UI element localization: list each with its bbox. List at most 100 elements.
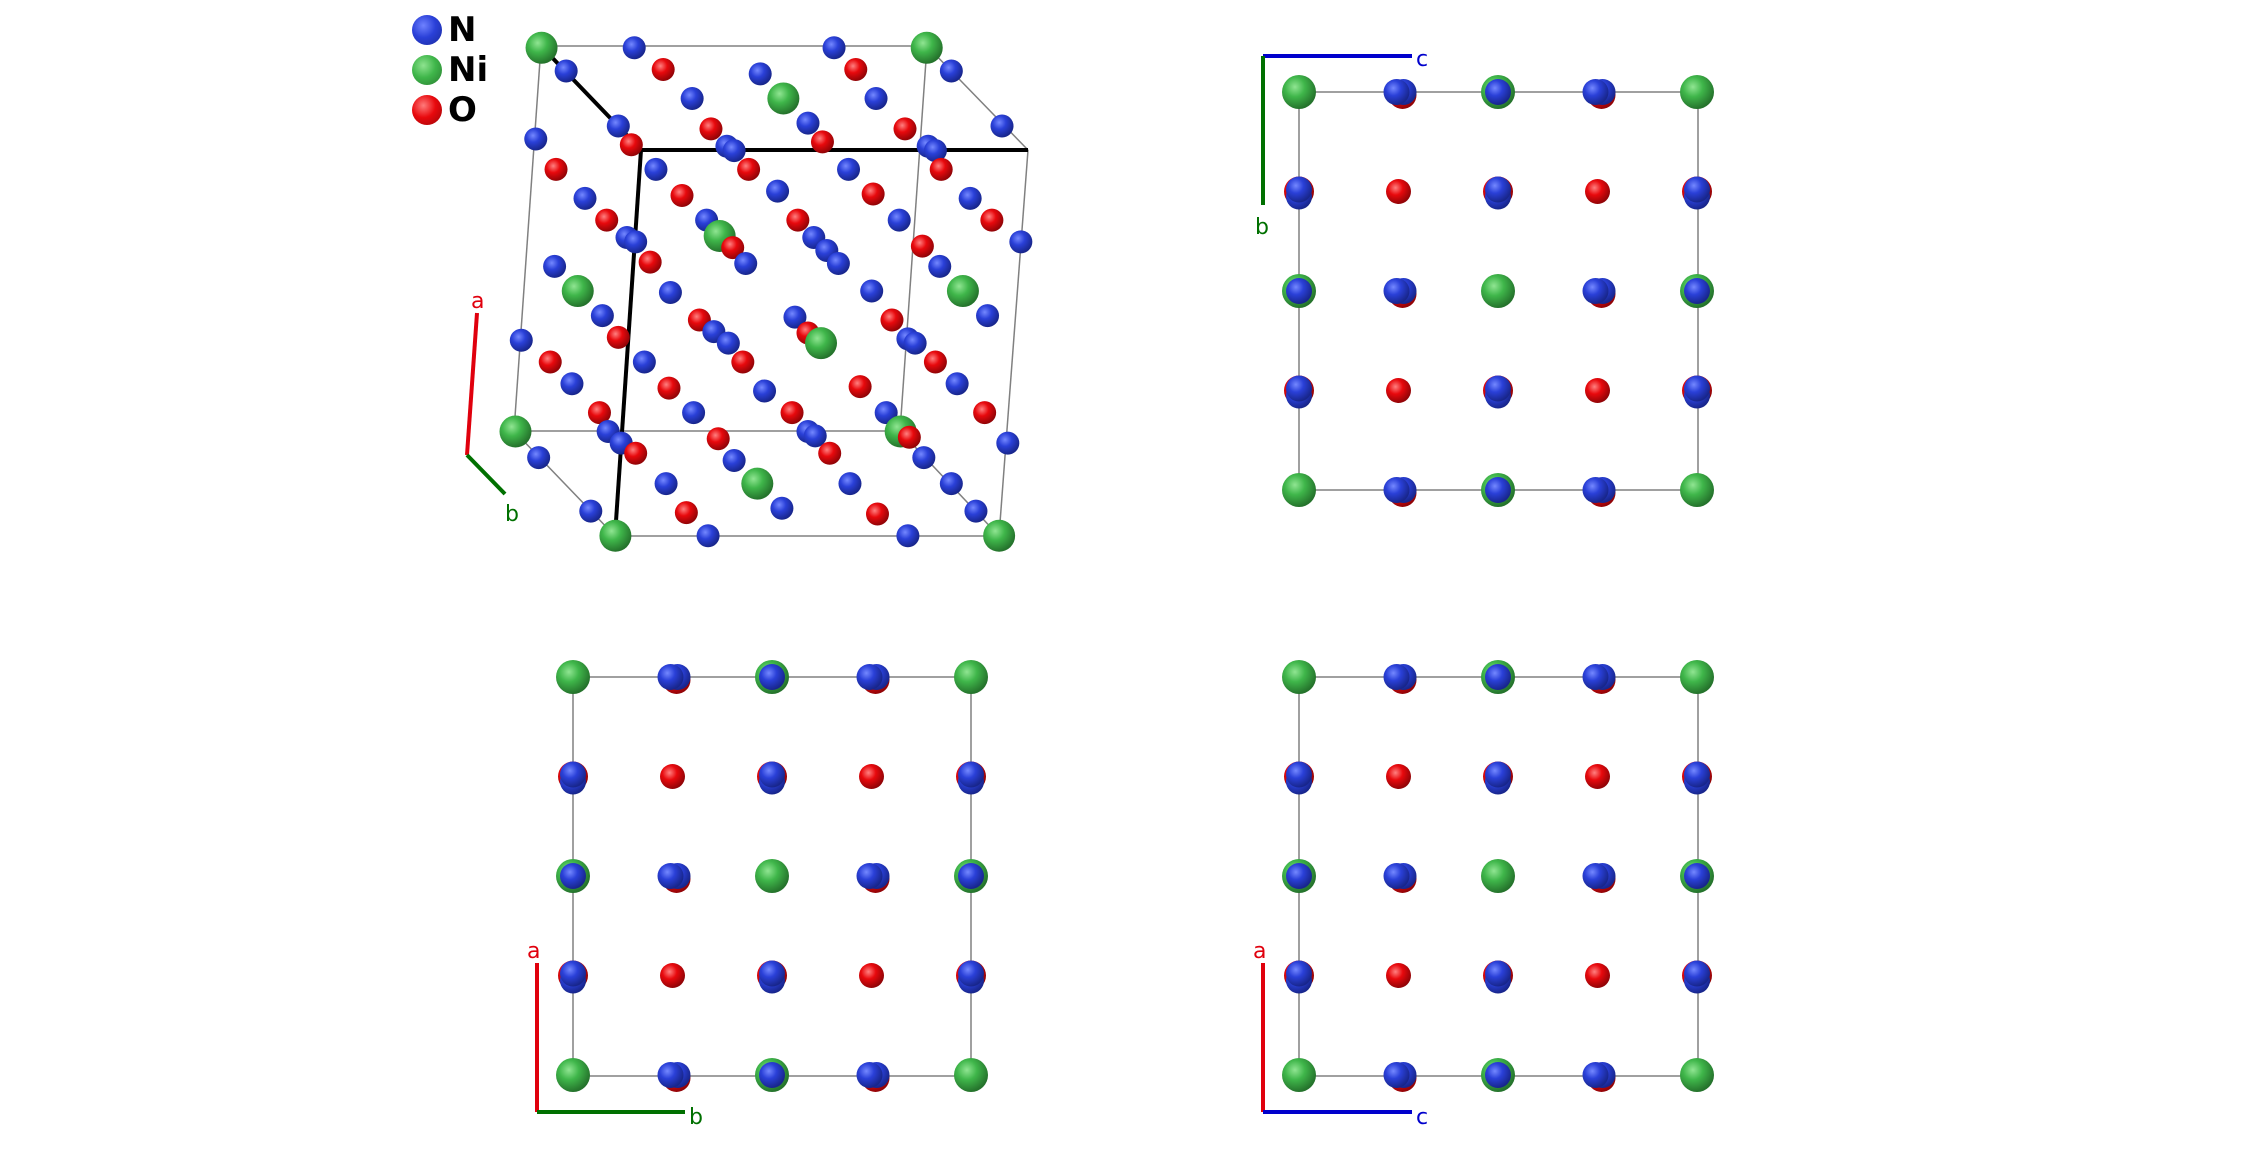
o-atom [818, 441, 842, 465]
o-atom [859, 963, 884, 988]
axis-a [465, 312, 479, 456]
n-atom [1684, 375, 1710, 402]
n-atom [509, 328, 533, 352]
n-atom [680, 86, 704, 110]
n-atom [958, 761, 984, 788]
n-atom [1383, 1062, 1410, 1088]
n-atom [573, 186, 597, 210]
ni-atom [1282, 473, 1316, 507]
n-atom [928, 254, 952, 278]
o-atom [595, 208, 619, 232]
n-atom [912, 446, 936, 470]
n-atom [976, 304, 1000, 328]
n-atom [1286, 761, 1312, 788]
axis-label-a: a [471, 289, 484, 314]
n-atom [722, 139, 746, 163]
n-atom [579, 499, 603, 523]
o-atom [844, 58, 868, 82]
o-atom [1386, 378, 1411, 403]
o-atom [929, 157, 953, 181]
n-atom [1684, 176, 1710, 203]
atoms-grid [556, 660, 988, 1092]
n-atom [766, 179, 790, 203]
n-atom [759, 1062, 785, 1088]
n-atom [1383, 79, 1410, 105]
n-atom [1485, 1062, 1511, 1088]
n-atom [644, 157, 668, 181]
n-atom [923, 139, 947, 163]
o-atom [1585, 963, 1610, 988]
n-atom [1485, 79, 1511, 105]
ni-atom [741, 467, 774, 500]
o-atom [674, 501, 698, 525]
n-atom [657, 863, 684, 889]
axis-label-b: b [505, 502, 519, 527]
n-atom [560, 960, 586, 987]
axis-label-c: c [1416, 1105, 1428, 1130]
n-atom [838, 472, 862, 496]
n-atom [1383, 664, 1410, 690]
o-atom [861, 182, 885, 206]
n-atom [1485, 664, 1511, 690]
ni-atom [755, 859, 789, 893]
n-atom [783, 305, 807, 329]
n-atom [1286, 176, 1312, 203]
ni-atom [983, 519, 1016, 552]
n-atom [759, 664, 785, 690]
o-atom [670, 183, 694, 207]
n-atom [1383, 278, 1410, 304]
legend-item-o: O [412, 90, 488, 130]
n-atom [748, 62, 772, 86]
ni-atom [1481, 859, 1515, 893]
n-atom [887, 208, 911, 232]
n-atom [759, 960, 785, 987]
n-atom [524, 127, 548, 151]
legend-label: N [448, 10, 477, 50]
o-atom [624, 441, 648, 465]
ni-atom [525, 31, 558, 64]
o-atom [737, 157, 761, 181]
n-atom [1485, 176, 1511, 203]
n-atom [990, 114, 1014, 138]
o-atom [706, 427, 730, 451]
o-atom [1585, 179, 1610, 204]
n-atom [606, 114, 630, 138]
n-atom [1684, 960, 1710, 987]
n-atom [1286, 960, 1312, 987]
n-atom [560, 863, 586, 889]
n-atom [770, 496, 794, 520]
n-atom [1009, 230, 1033, 254]
o-atom [660, 764, 685, 789]
n-atom [864, 86, 888, 110]
n-atom [1485, 761, 1511, 788]
n-atom [1582, 1062, 1609, 1088]
axis-label-b: b [1255, 215, 1269, 240]
o-atom [859, 764, 884, 789]
o-atom [893, 117, 917, 141]
o-atom [786, 208, 810, 232]
legend-item-n: N [412, 10, 488, 50]
ni-atom [954, 660, 988, 694]
o-atom [660, 963, 685, 988]
o-atom [1386, 963, 1411, 988]
n-atom [527, 446, 551, 470]
n-atom [1582, 863, 1609, 889]
n-atom [1286, 278, 1312, 304]
ni-atom [1680, 660, 1714, 694]
n-atom [1684, 863, 1710, 889]
n-atom [657, 664, 684, 690]
n-atom [1383, 477, 1410, 503]
o-atom [973, 401, 997, 425]
ni-atom [946, 275, 979, 308]
axis-label-a: a [1253, 939, 1266, 964]
n-atom [856, 863, 883, 889]
n-atom [716, 331, 740, 355]
o-atom [780, 401, 804, 425]
ni-atom [767, 82, 800, 115]
n-atom [658, 280, 682, 304]
n-atom [1684, 761, 1710, 788]
axis-label-b: b [689, 1105, 703, 1130]
n-atom [1286, 375, 1312, 402]
perspective-view: a b [465, 31, 1033, 552]
n-atom [837, 157, 861, 181]
